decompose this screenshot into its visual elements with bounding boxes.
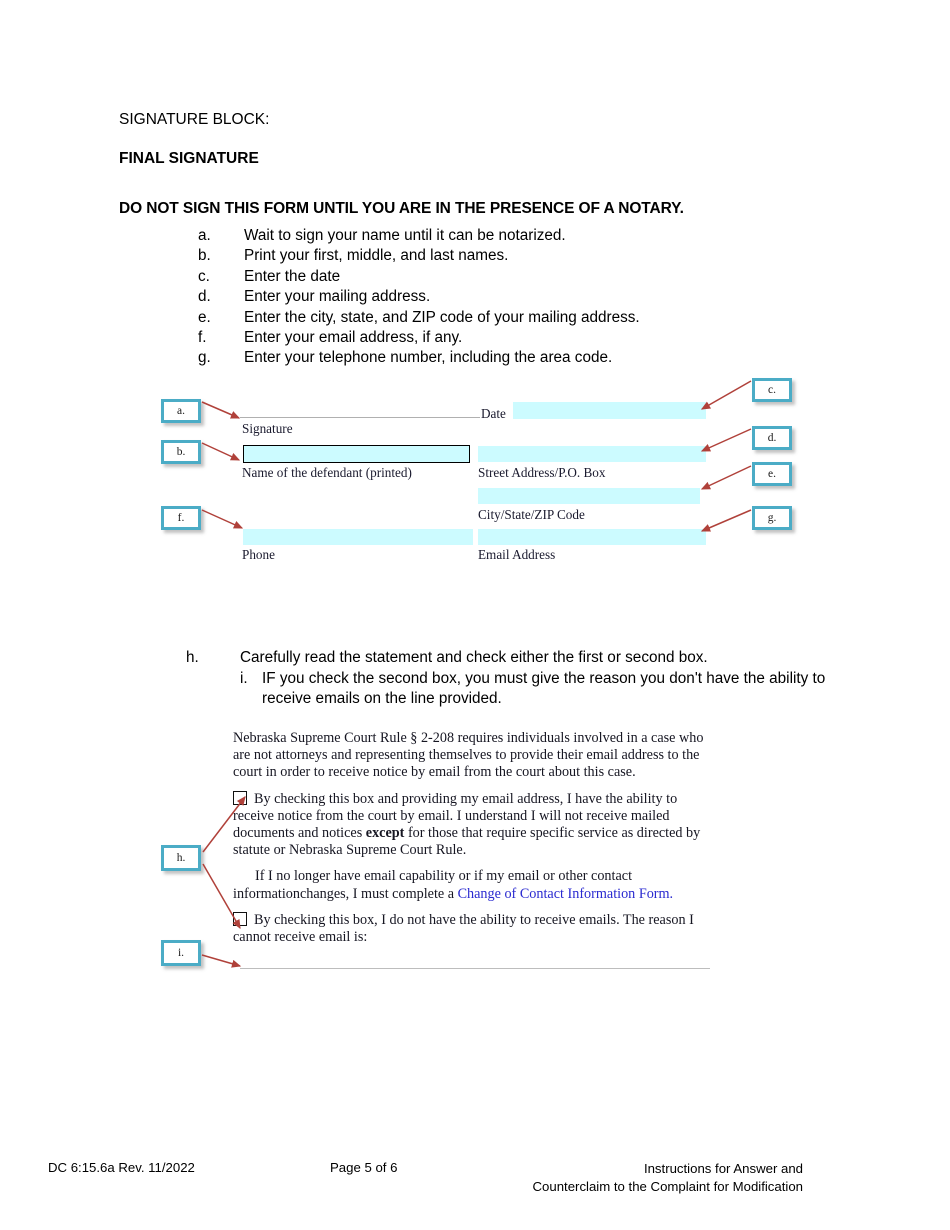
checkbox-two-paragraph: By checking this box, I do not have the … <box>233 911 711 946</box>
list-marker: b. <box>198 247 211 265</box>
date-input[interactable] <box>513 402 706 419</box>
footer-title-line2: Counterclaim to the Complaint for Modifi… <box>532 1179 803 1194</box>
email-rule-statement: Nebraska Supreme Court Rule § 2-208 requ… <box>233 730 711 955</box>
callout-c-label: c. <box>768 384 776 396</box>
list-marker: f. <box>198 329 207 347</box>
checkbox-one-text-part1: By checking this box and providing my em… <box>233 790 678 842</box>
phone-field-label: Phone <box>242 547 275 562</box>
name-printed-input[interactable] <box>243 445 470 463</box>
email-address-input[interactable] <box>478 529 706 545</box>
name-printed-field-label: Name of the defendant (printed) <box>242 465 412 480</box>
list-item: e. Enter the city, state, and ZIP code o… <box>198 308 838 328</box>
list-marker: d. <box>198 288 211 306</box>
arrow-f <box>201 509 244 529</box>
signature-field-label: Signature <box>242 421 293 436</box>
callout-b: b. <box>161 440 201 464</box>
list-text: IF you check the second box, you must gi… <box>262 669 826 708</box>
list-text: Enter your email address, if any. <box>244 329 463 347</box>
street-address-input[interactable] <box>478 446 706 462</box>
checkbox-one-emphasis: except <box>365 825 405 842</box>
email-ability-checkbox[interactable] <box>233 790 247 805</box>
list-text: Enter your telephone number, including t… <box>244 349 613 367</box>
callout-c: c. <box>752 378 792 402</box>
list-marker: c. <box>198 267 210 285</box>
callout-f-label: f. <box>177 512 185 524</box>
no-email-ability-checkbox[interactable] <box>233 911 247 926</box>
phone-input[interactable] <box>243 529 473 545</box>
notary-warning-text: DO NOT SIGN THIS FORM UNTIL YOU ARE IN T… <box>119 200 684 217</box>
callout-g-label: g. <box>767 512 777 524</box>
reason-answer-line[interactable] <box>240 968 710 969</box>
footer-title-line1: Instructions for Answer and <box>643 1161 803 1176</box>
final-signature-heading: FINAL SIGNATURE <box>119 150 259 167</box>
footer-title: Instructions for Answer and Counterclaim… <box>533 1160 803 1196</box>
arrow-b <box>201 442 241 461</box>
list-text: Carefully read the statement and check e… <box>240 649 708 666</box>
callout-a: a. <box>161 399 201 423</box>
callout-e-label: e. <box>768 468 776 480</box>
checkbox-one-text-part2: for those that require specific service … <box>233 825 701 859</box>
callout-e: e. <box>752 462 792 486</box>
signature-form-mock: Signature Date Name of the defendant (pr… <box>240 396 720 564</box>
list-item: a. Wait to sign your name until it can b… <box>198 226 838 246</box>
callout-a-label: a. <box>177 405 185 417</box>
list-text: Enter the date <box>244 267 341 285</box>
change-of-contact-form-link[interactable]: Change of Contact Information Form. <box>457 885 674 902</box>
city-state-zip-input[interactable] <box>478 488 700 504</box>
callout-d-label: d. <box>767 432 777 444</box>
callout-h: h. <box>161 845 201 871</box>
callout-i-label: i. <box>177 947 185 959</box>
instruction-list-second: h. Carefully read the statement and chec… <box>186 648 866 710</box>
list-marker: h. <box>186 649 199 666</box>
list-item: c. Enter the date <box>198 267 838 287</box>
callout-i: i. <box>161 940 201 966</box>
list-item: i. IF you check the second box, you must… <box>240 669 866 710</box>
list-item: b. Print your first, middle, and last na… <box>198 246 838 266</box>
arrow-a <box>201 401 241 419</box>
callout-d: d. <box>752 426 792 450</box>
list-item: h. Carefully read the statement and chec… <box>186 648 866 669</box>
footer-form-number: DC 6:15.6a Rev. 11/2022 <box>48 1160 195 1175</box>
callout-h-label: h. <box>176 852 186 864</box>
signature-block-label: SIGNATURE BLOCK: <box>119 111 270 128</box>
list-text: Enter the city, state, and ZIP code of y… <box>244 308 640 326</box>
street-address-field-label: Street Address/P.O. Box <box>478 465 606 480</box>
list-marker: i. <box>240 669 248 687</box>
date-field-label: Date <box>481 406 506 421</box>
signature-line <box>240 417 480 418</box>
instruction-list: a. Wait to sign your name until it can b… <box>198 226 838 369</box>
footer-page-number: Page 5 of 6 <box>330 1160 398 1175</box>
list-marker: e. <box>198 308 211 326</box>
list-item: g. Enter your telephone number, includin… <box>198 348 838 368</box>
list-marker: g. <box>198 349 211 367</box>
city-state-zip-field-label: City/State/ZIP Code <box>478 507 585 522</box>
list-text: Enter your mailing address. <box>244 288 431 306</box>
callout-g: g. <box>752 506 792 530</box>
list-item: d. Enter your mailing address. <box>198 287 838 307</box>
callout-f: f. <box>161 506 201 530</box>
page-footer: DC 6:15.6a Rev. 11/2022 Page 5 of 6 Inst… <box>0 1160 950 1220</box>
email-address-field-label: Email Address <box>478 547 556 562</box>
list-marker: a. <box>198 227 211 244</box>
list-text: Wait to sign your name until it can be n… <box>244 227 566 244</box>
list-text: Print your first, middle, and last names… <box>244 247 509 265</box>
callout-b-label: b. <box>176 446 186 458</box>
change-of-contact-paragraph: If I no longer have email capability or … <box>233 868 711 902</box>
rule-intro-paragraph: Nebraska Supreme Court Rule § 2-208 requ… <box>233 730 704 781</box>
checkbox-one-paragraph: By checking this box and providing my em… <box>233 790 711 860</box>
list-item: f. Enter your email address, if any. <box>198 328 838 348</box>
checkbox-two-text: By checking this box, I do not have the … <box>233 911 694 946</box>
change-para-text: If I no longer have email capability or … <box>233 868 633 902</box>
arrow-i <box>201 954 242 968</box>
